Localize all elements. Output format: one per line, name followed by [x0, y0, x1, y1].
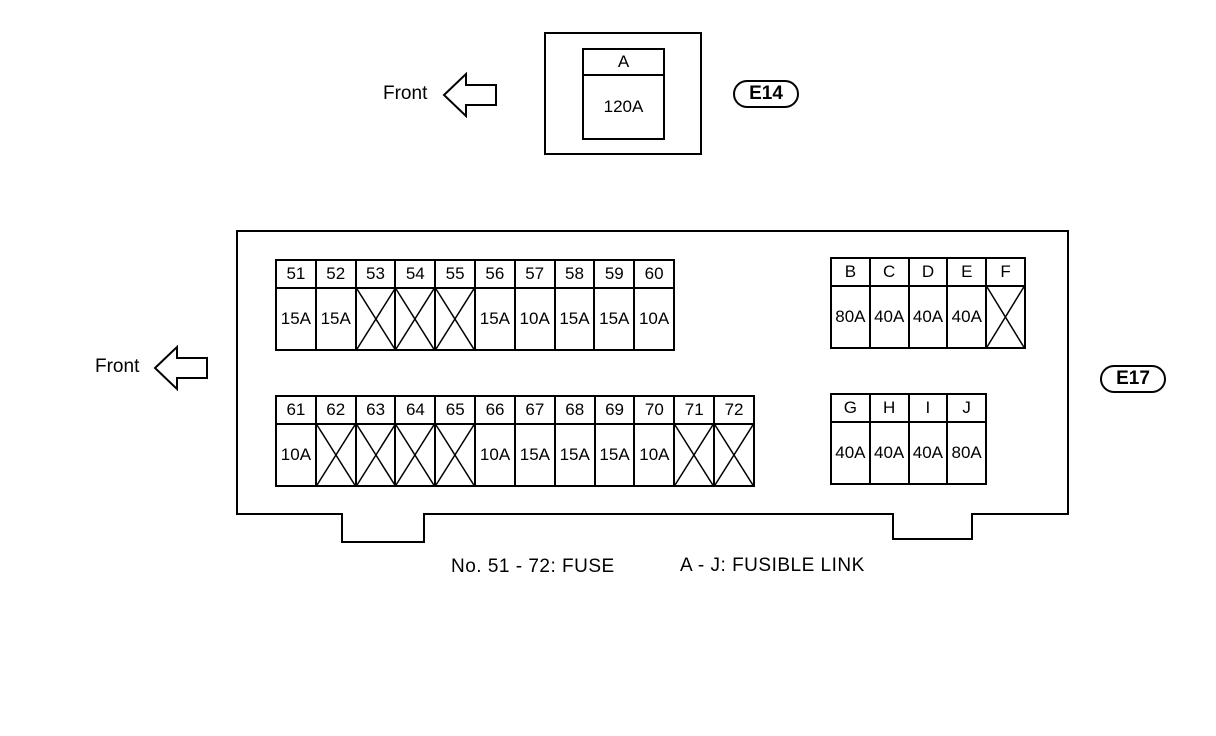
slot-number: 61 [275, 395, 317, 425]
connector-e17-badge: E17 [1100, 365, 1166, 393]
slot-number: 55 [434, 259, 476, 289]
slot-rating: 15A [553, 287, 596, 351]
slot-rating: 15A [314, 287, 357, 351]
slot-rating: 10A [633, 287, 675, 351]
slot-rating: 15A [553, 423, 596, 487]
empty-slot-x-icon [715, 425, 753, 485]
slot-number: 62 [314, 395, 357, 425]
slot-rating: 40A [907, 285, 949, 349]
slot-number: 70 [633, 395, 676, 425]
slot-number: 67 [513, 395, 556, 425]
slot-rating: 10A [633, 423, 676, 487]
slot-number: 53 [354, 259, 397, 289]
slot-number: 52 [314, 259, 357, 289]
slot-number: 58 [553, 259, 596, 289]
slot-number: C [868, 257, 910, 287]
slot-rating: 40A [868, 285, 910, 349]
empty-slot [354, 423, 397, 487]
slot-rating: 10A [513, 287, 556, 351]
slot-number: J [946, 393, 987, 423]
slot-number: 65 [434, 395, 477, 425]
empty-slot [394, 287, 437, 351]
slot-number: 63 [354, 395, 397, 425]
slot-number: 54 [394, 259, 437, 289]
slot-rating: 40A [868, 421, 910, 485]
empty-slot [354, 287, 397, 351]
slot-rating: 15A [275, 287, 317, 351]
caption-fuse: No. 51 - 72: FUSE [451, 556, 615, 577]
empty-slot [394, 423, 437, 487]
slot-rating: 15A [593, 287, 636, 351]
slot-number: 71 [673, 395, 716, 425]
slot-number: B [830, 257, 871, 287]
slot-rating: 40A [946, 285, 988, 349]
connector-e14-badge: E14 [733, 80, 799, 108]
slot-rating: 10A [275, 423, 317, 487]
slot-rating: 40A [830, 421, 871, 485]
empty-slot [434, 423, 477, 487]
front-label-e17: Front [95, 356, 140, 377]
empty-slot [434, 287, 476, 351]
caption-fusible-link: A - J: FUSIBLE LINK [680, 555, 865, 576]
empty-slot-x-icon [396, 289, 434, 349]
front-arrow-icon [442, 72, 497, 118]
slot-rating: 80A [946, 421, 987, 485]
slot-number: D [907, 257, 949, 287]
mounting-tab-right [892, 513, 973, 540]
slot-rating: 80A [830, 285, 871, 349]
slot-number: I [907, 393, 949, 423]
link-rating: 120A [582, 74, 665, 140]
empty-slot [713, 423, 755, 487]
slot-number: 72 [713, 395, 755, 425]
empty-slot [985, 285, 1026, 349]
empty-slot-x-icon [396, 425, 434, 485]
slot-number: E [946, 257, 988, 287]
front-arrow-icon [153, 345, 208, 391]
slot-rating: 15A [473, 287, 516, 351]
slot-number: G [830, 393, 871, 423]
link-id: A [582, 48, 665, 76]
empty-slot-x-icon [317, 425, 355, 485]
slot-number: 60 [633, 259, 675, 289]
slot-rating: 40A [907, 421, 949, 485]
slot-number: 57 [513, 259, 556, 289]
slot-number: H [868, 393, 910, 423]
empty-slot-x-icon [357, 289, 395, 349]
slot-number: 66 [474, 395, 516, 425]
mounting-tab-left [341, 513, 425, 543]
empty-slot-x-icon [987, 287, 1024, 347]
slot-rating: 10A [474, 423, 516, 487]
slot-number: 69 [593, 395, 636, 425]
e14-link-table: A 120A [582, 48, 665, 140]
empty-slot-x-icon [357, 425, 395, 485]
empty-slot-x-icon [675, 425, 713, 485]
slot-number: 56 [473, 259, 516, 289]
slot-number: 51 [275, 259, 317, 289]
empty-slot-x-icon [436, 425, 474, 485]
empty-slot [314, 423, 357, 487]
empty-slot-x-icon [436, 289, 474, 349]
front-label-e14: Front [383, 83, 428, 104]
empty-slot [673, 423, 716, 487]
slot-number: F [985, 257, 1026, 287]
slot-number: 59 [593, 259, 636, 289]
slot-rating: 15A [513, 423, 556, 487]
slot-number: 68 [553, 395, 596, 425]
slot-rating: 15A [593, 423, 636, 487]
slot-number: 64 [394, 395, 437, 425]
